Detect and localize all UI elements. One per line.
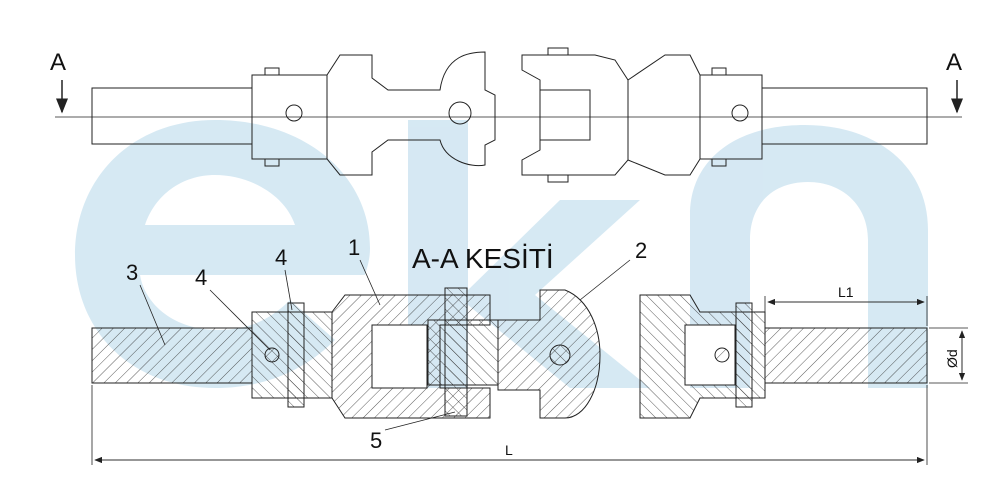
top-view	[55, 47, 962, 183]
part-number-5: 5	[370, 428, 382, 453]
section-title: A-A KESİTİ	[412, 243, 554, 274]
part-number-1: 1	[348, 235, 360, 260]
section-marker-right: A	[946, 49, 963, 114]
part-number-3: 3	[126, 260, 138, 285]
part-number-4a: 4	[195, 265, 207, 290]
section-view	[91, 287, 928, 419]
dimension-L1: L1	[838, 284, 854, 300]
section-marker-left: A	[50, 49, 68, 114]
dimension-L: L	[505, 442, 513, 458]
dimension-lines	[91, 296, 968, 465]
part-number-4b: 4	[275, 245, 287, 270]
svg-text:A: A	[946, 49, 962, 76]
svg-text:A: A	[50, 49, 66, 76]
part-number-2: 2	[635, 238, 647, 263]
dimension-diameter: Ød	[944, 349, 960, 368]
part-callouts	[139, 259, 631, 431]
